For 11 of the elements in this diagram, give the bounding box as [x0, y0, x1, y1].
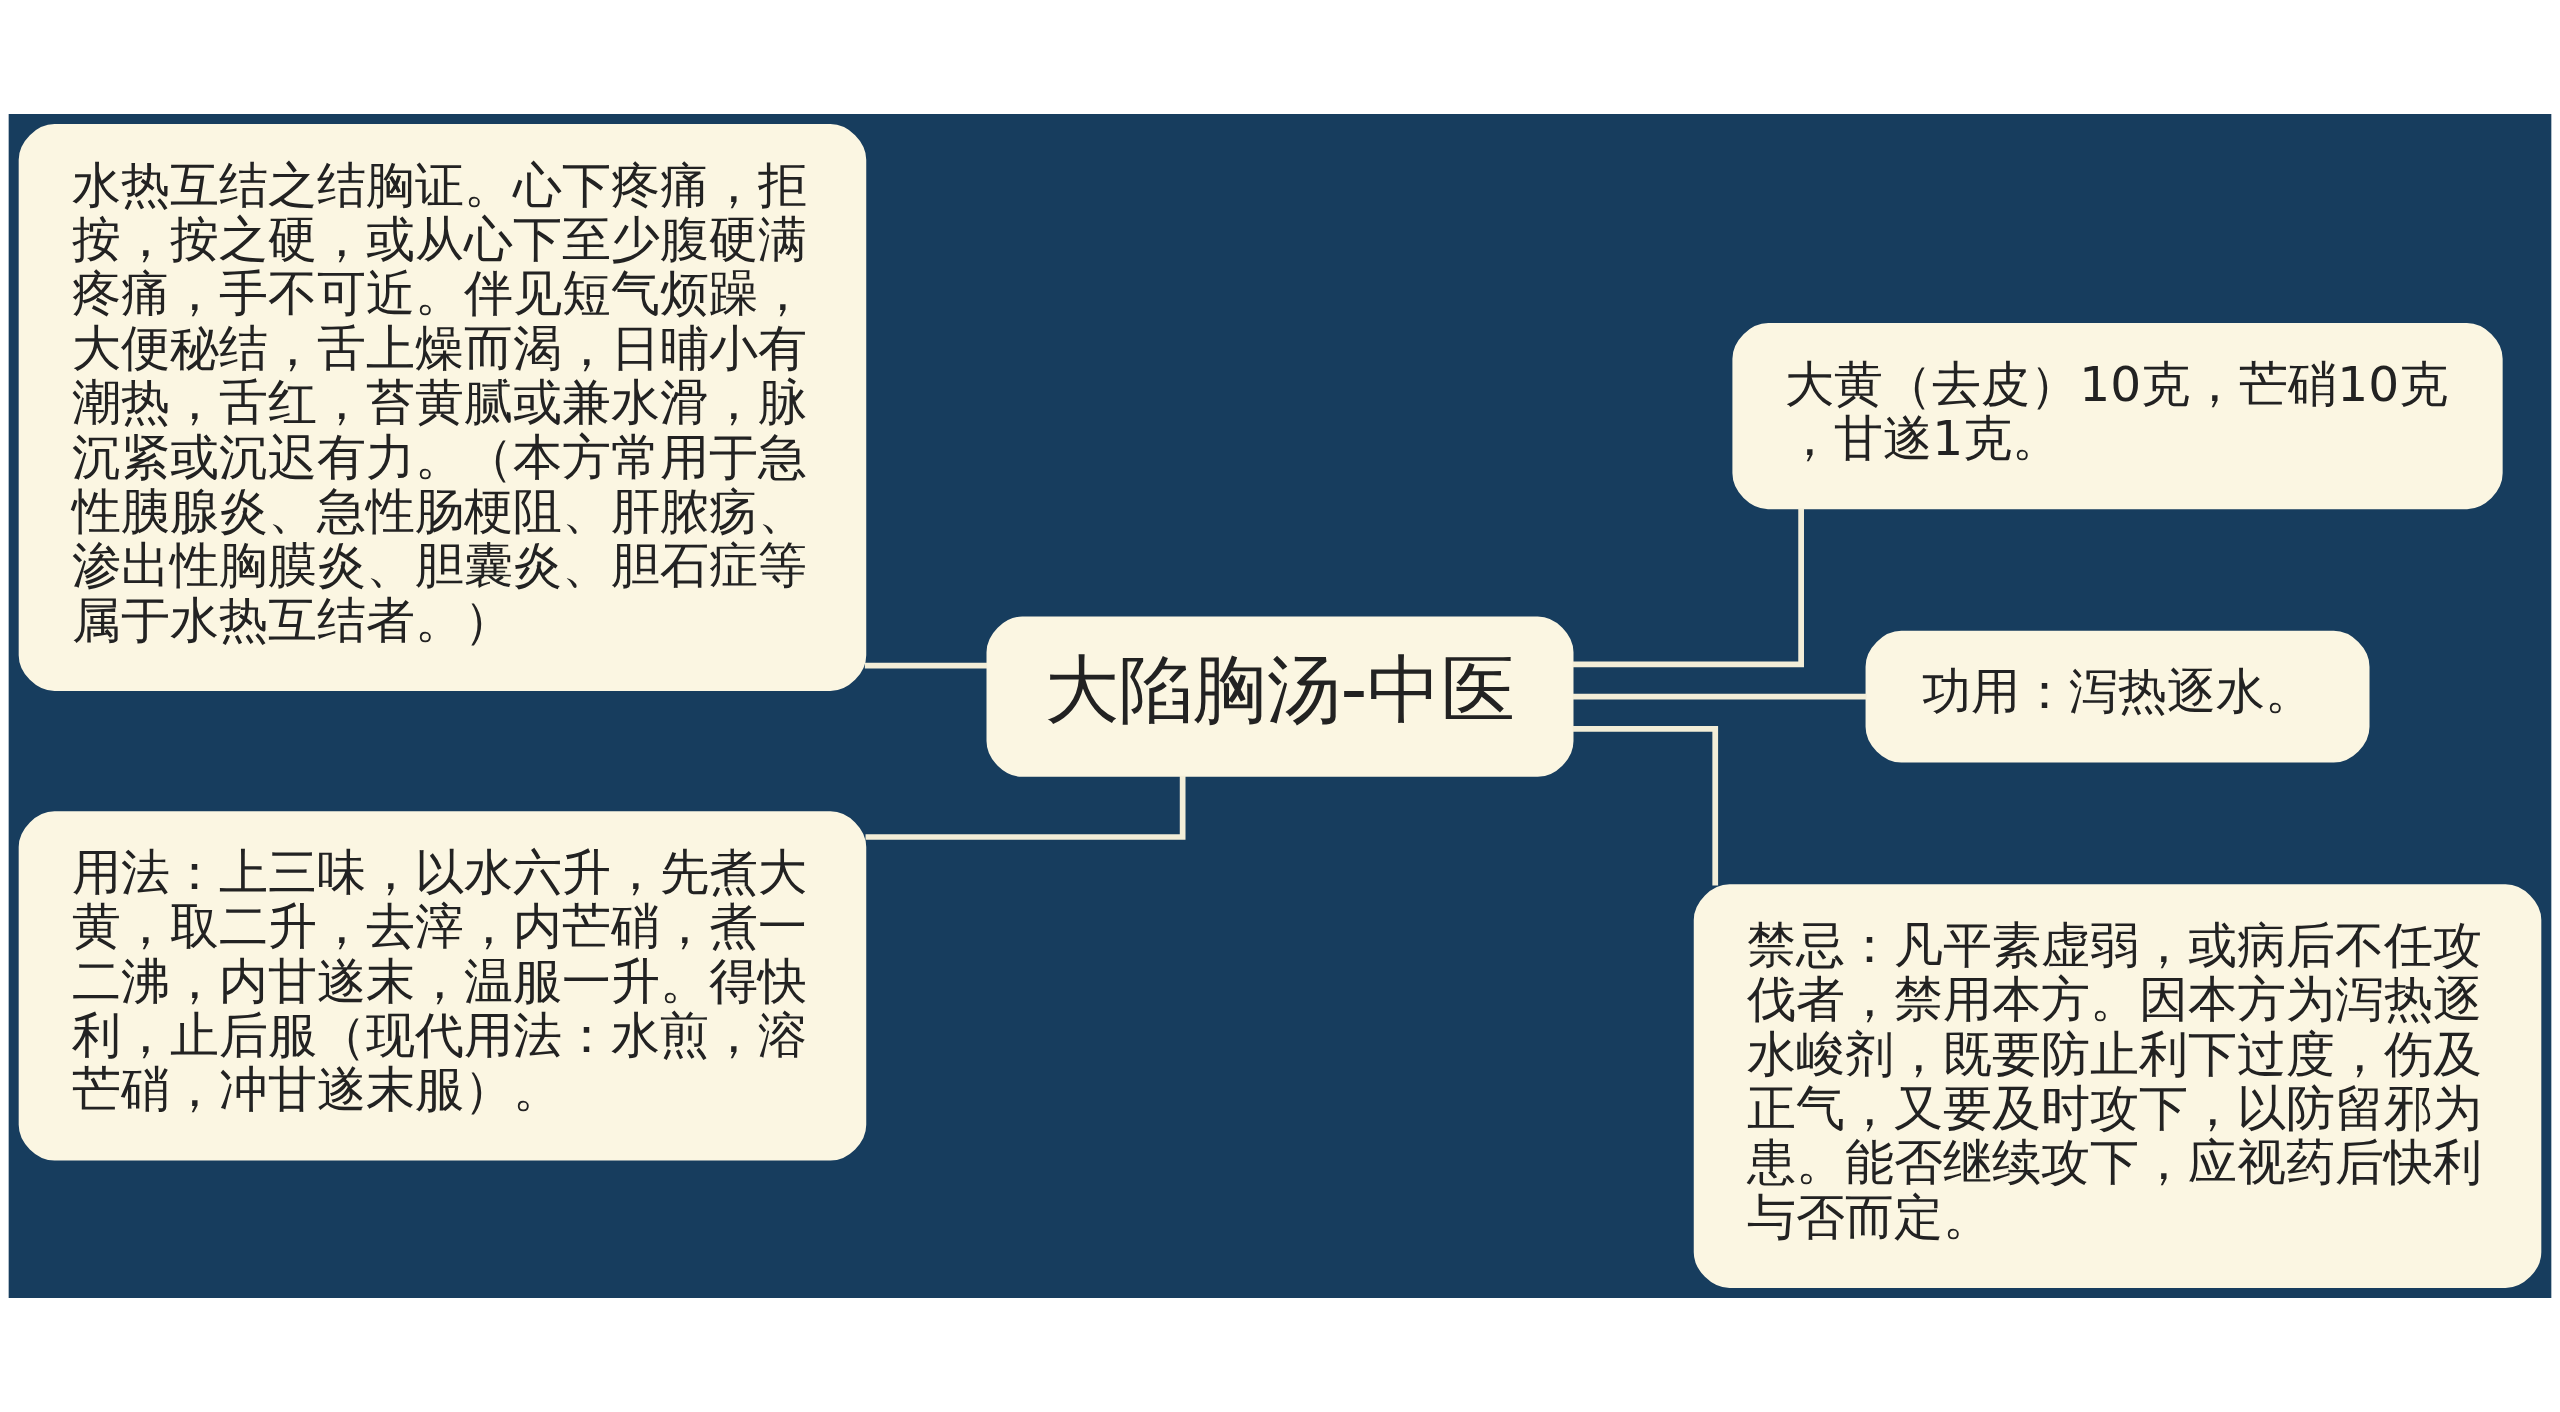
node-box: 功用：泻热逐水。	[1865, 630, 2370, 763]
connector	[1572, 693, 1867, 700]
node-box: 用法：上三味，以水六升，先煮大黄，取二升，去滓，内芒硝，煮一二沸，内甘遂末，温服一升。得快利，止后服（现代用法：水煎，溶芒硝，冲甘遂末服）。	[18, 811, 867, 1161]
node-box: 水热互结之结胸证。心下疼痛，拒按，按之硬，或从心下至少腹硬满疼痛，手不可近。伴见短气烦躁，大便秘结，舌上燥而渴，日晡小有潮热，舌红，苔黄腻或兼水滑，脉沉紧或沉迟有力。（本方常用于急性胰腺炎、急性肠梗阻、肝脓疡、渗出性胸膜炎、胆囊炎、胆石症等属于水热互结者。）	[18, 124, 867, 691]
connector	[1572, 726, 1719, 886]
connector	[865, 775, 1186, 840]
node-box: 大黄（去皮）10克，芒硝10克，甘遂1克。	[1732, 323, 2503, 510]
node-box: 禁忌：凡平素虚弱，或病后不任攻伐者，禁用本方。因本方为泻热逐水峻剂，既要防止利下过度，伤及正气，又要及时攻下，以防留邪为患。能否继续攻下，应视药后快利与否而定。	[1693, 884, 2542, 1288]
connector	[1572, 508, 1804, 668]
connector	[864, 662, 988, 669]
node-box: 大陷胸汤-中医	[986, 616, 1574, 777]
